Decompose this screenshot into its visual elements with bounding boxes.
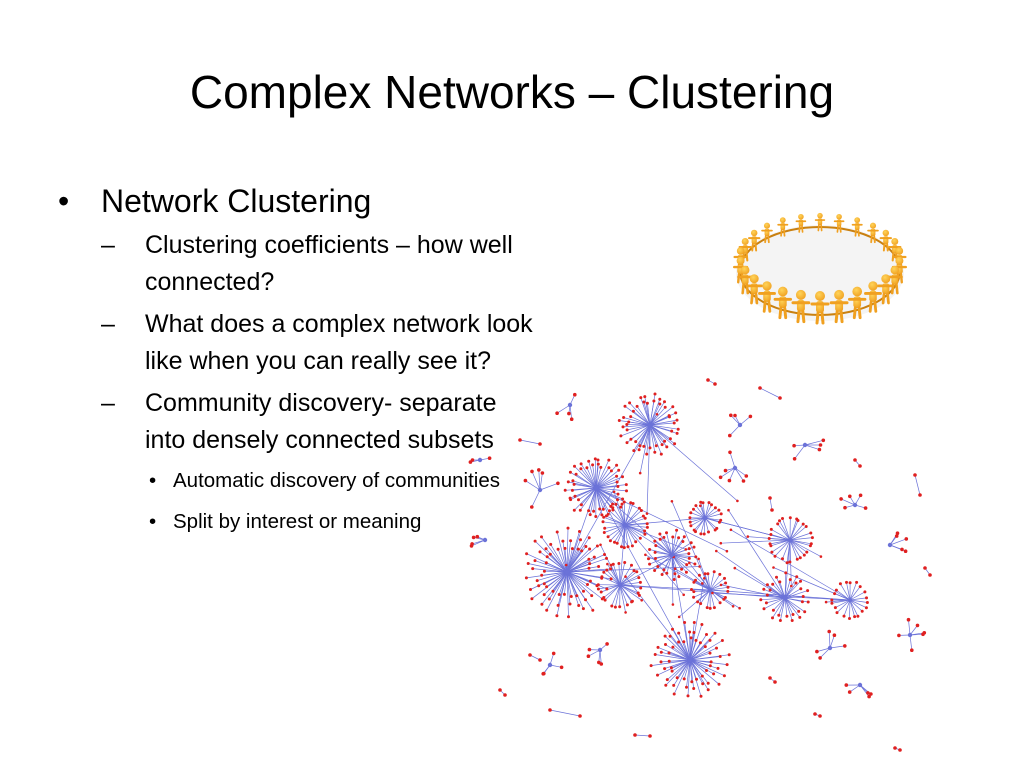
dash-marker: – <box>101 389 115 417</box>
bullet-marker: • <box>149 510 157 533</box>
bullet-marker: • <box>149 469 157 492</box>
network-graph-image <box>468 378 932 752</box>
sub-bullet-text: Clustering coefficients – how well conne… <box>145 231 513 296</box>
bullet-list: • Network Clustering – Clustering coeffi… <box>58 180 538 537</box>
bullet-marker: • <box>58 183 70 219</box>
sub-bullet-community-discovery: – Community discovery- separate into den… <box>101 385 538 459</box>
dash-marker: – <box>101 310 115 338</box>
sub-bullet-text: What does a complex network look like wh… <box>145 310 533 375</box>
subsub-bullet-text: Split by interest or meaning <box>173 510 422 533</box>
subsub-bullet-split-by-interest: • Split by interest or meaning <box>145 506 538 537</box>
people-ring-image <box>733 212 907 325</box>
bullet-network-clustering: • Network Clustering <box>58 180 538 222</box>
bullet-text: Network Clustering <box>101 183 372 219</box>
sub-bullet-clustering-coefficients: – Clustering coefficients – how well con… <box>101 227 538 301</box>
dash-marker: – <box>101 231 115 259</box>
sub-bullet-complex-network: – What does a complex network look like … <box>101 306 538 380</box>
subsub-bullet-automatic-discovery: • Automatic discovery of communities <box>145 465 538 496</box>
slide-title: Complex Networks – Clustering <box>189 66 835 118</box>
sub-bullet-text: Community discovery- separate into dense… <box>145 389 497 454</box>
subsub-bullet-text: Automatic discovery of communities <box>173 469 500 492</box>
